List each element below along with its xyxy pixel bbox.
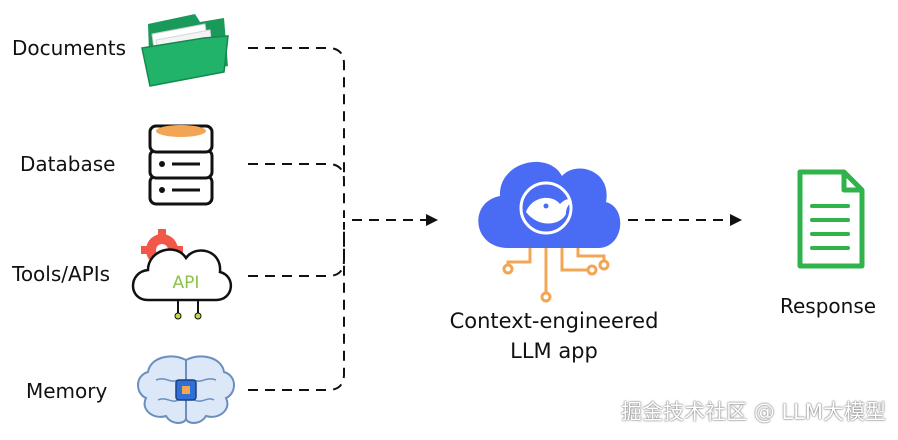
output-label-response: Response (780, 294, 877, 318)
input-label-tools-apis: Tools/APIs (12, 262, 111, 286)
input-label-documents: Documents (12, 36, 127, 60)
brain-chip-icon (137, 355, 235, 424)
input-label-memory: Memory (26, 379, 108, 403)
api-cloud-icon: API (131, 229, 232, 320)
center-caption: Context-engineered LLM app (424, 306, 684, 366)
center-caption-line1: Context-engineered (449, 309, 659, 333)
input-connectors (248, 47, 345, 391)
watermark: 掘金技术社区 @ LLM大模型 (621, 400, 886, 424)
whale-cloud-icon (478, 161, 621, 303)
api-badge-text: API (173, 273, 200, 293)
folder-icon (141, 14, 229, 87)
database-icon (148, 124, 214, 206)
document-icon (797, 169, 865, 269)
center-caption-line2: LLM app (510, 339, 598, 363)
input-label-database: Database (20, 152, 116, 176)
